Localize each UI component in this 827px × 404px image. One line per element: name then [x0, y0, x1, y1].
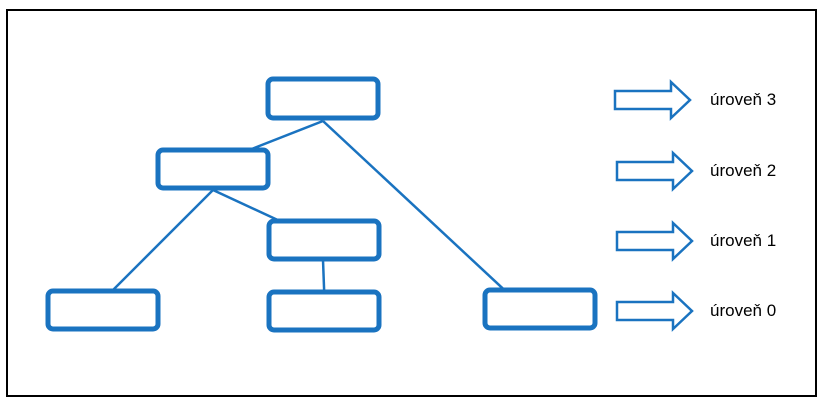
level-2-label: úroveň 2	[710, 161, 777, 180]
node-l0-right	[482, 287, 598, 331]
node-l0-mid	[266, 289, 382, 333]
diagram-frame	[6, 9, 817, 397]
node-l1-mid	[266, 218, 382, 262]
level-0-block-arrow-icon	[615, 290, 694, 332]
level-1-block-arrow-icon	[615, 220, 694, 262]
node-l2-left	[155, 147, 271, 191]
node-l0-left	[45, 288, 161, 332]
level-1-label: úroveň 1	[710, 231, 777, 250]
node-root	[265, 76, 381, 121]
level-2-block-arrow-icon	[615, 150, 694, 192]
level-0-label: úroveň 0	[710, 301, 777, 320]
level-3-block-arrow-icon	[613, 79, 692, 121]
level-3-label: úroveň 3	[710, 90, 777, 109]
edge-root-to-l0-right	[322, 120, 528, 312]
